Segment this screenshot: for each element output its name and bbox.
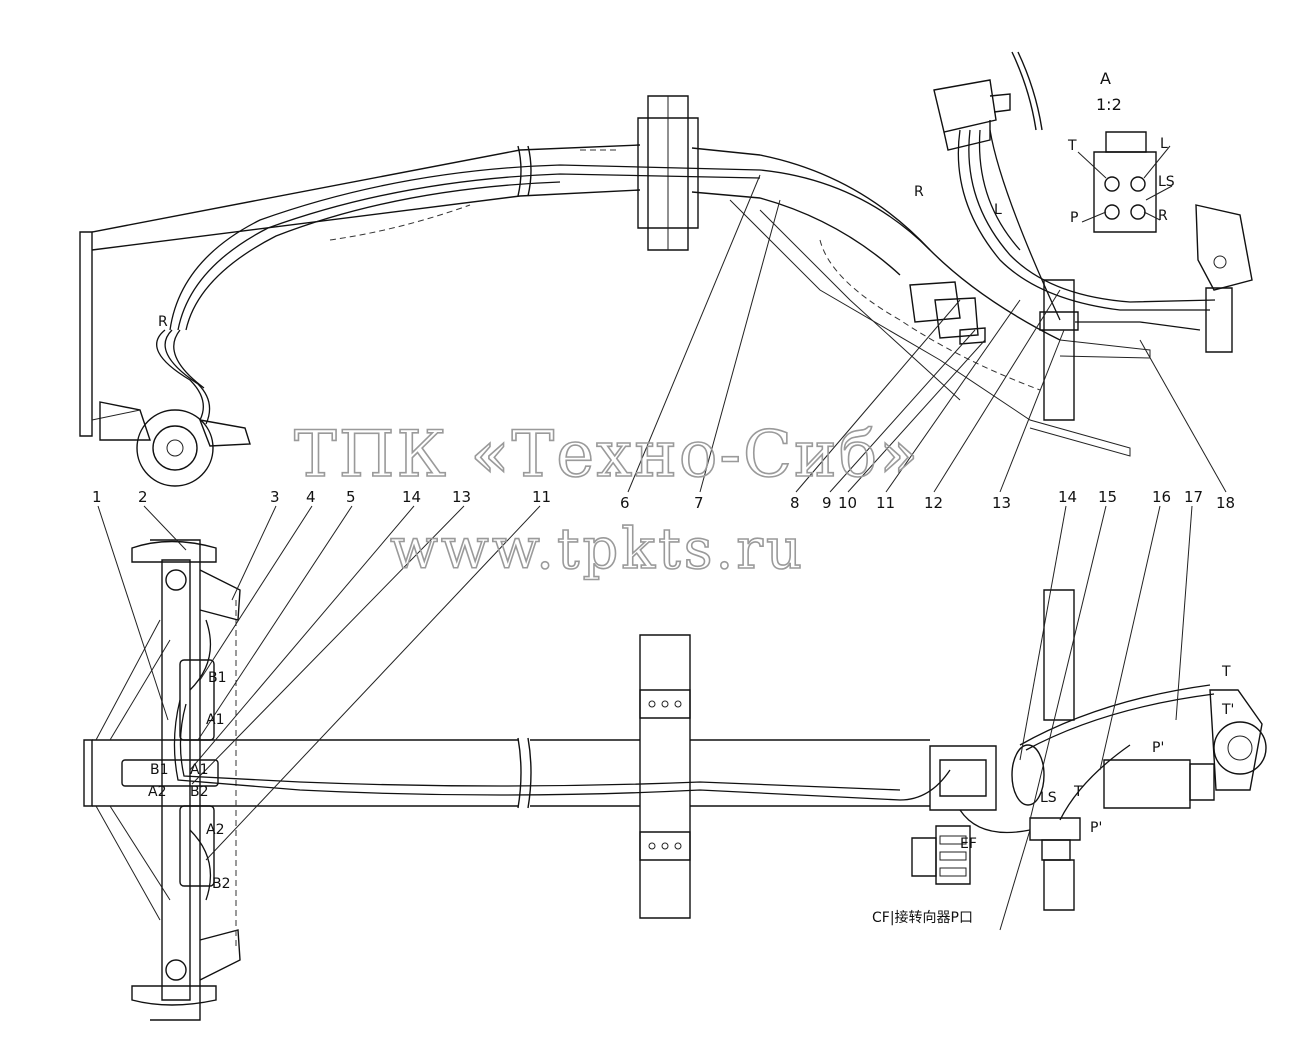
detail-port-t: T xyxy=(1067,138,1077,154)
callout-2: 2 xyxy=(138,488,148,506)
callout-5: 5 xyxy=(346,488,356,506)
detail-port-r: R xyxy=(1158,208,1168,224)
label-t-right: T xyxy=(1221,664,1231,680)
label-a2-mid: A2 xyxy=(148,784,166,800)
callout-14-left: 14 xyxy=(402,488,421,506)
callout-4: 4 xyxy=(306,488,316,506)
callout-13: 13 xyxy=(992,494,1011,512)
label-a2-lower: A2 xyxy=(206,822,224,838)
label-b1-mid: B1 xyxy=(150,762,169,778)
detail-port-p: P xyxy=(1070,210,1078,226)
callout-11: 11 xyxy=(876,494,895,512)
callout-15: 15 xyxy=(1098,488,1117,506)
detail-port-ls: LS xyxy=(1158,174,1175,190)
callout-12: 12 xyxy=(924,494,943,512)
callout-8: 8 xyxy=(790,494,800,512)
label-b2-mid: B2 xyxy=(190,784,209,800)
label-l-top: L xyxy=(994,202,1002,218)
lower-frame-view xyxy=(83,539,1267,1021)
callout-18: 18 xyxy=(1216,494,1235,512)
callout-13-left: 13 xyxy=(452,488,471,506)
detail-scale: 1:2 xyxy=(1096,95,1122,114)
callout-16: 16 xyxy=(1152,488,1171,506)
label-r-left: R xyxy=(158,314,168,330)
lower-port-labels: B1 A1 B1 A1 A2 B2 A2 B2 T T' P' P' LS T … xyxy=(148,664,1234,926)
label-t-prime: T' xyxy=(1221,702,1234,718)
label-b2-lower: B2 xyxy=(212,876,231,892)
detail-port-l: L xyxy=(1160,136,1168,152)
callout-14: 14 xyxy=(1058,488,1077,506)
label-ls-lower: LS xyxy=(1040,790,1057,806)
label-b1-upper: B1 xyxy=(208,670,227,686)
label-t-lower: T xyxy=(1073,784,1083,800)
callout-10: 10 xyxy=(838,494,857,512)
label-cf-note: CF|接转向器P口 xyxy=(872,909,973,926)
watermark-url: www.tpkts.ru xyxy=(390,517,805,582)
detail-title: A xyxy=(1100,69,1111,88)
callout-9: 9 xyxy=(822,494,832,512)
label-r-right: R xyxy=(914,184,924,200)
upper-callout-leaders xyxy=(627,174,1227,493)
callout-11-left: 11 xyxy=(532,488,551,506)
callout-3: 3 xyxy=(270,488,280,506)
callout-17: 17 xyxy=(1184,488,1203,506)
callout-6: 6 xyxy=(620,494,630,512)
upper-callouts: 6 7 8 9 10 11 12 13 18 xyxy=(620,494,1235,512)
callout-1: 1 xyxy=(92,488,102,506)
lower-callout-leaders xyxy=(97,505,1193,931)
label-a1-mid: A1 xyxy=(190,762,208,778)
lower-callouts: 1 2 3 4 5 14 13 11 14 15 16 17 xyxy=(92,488,1203,506)
watermark-company: ТПК «Техно-Сиб» xyxy=(294,418,920,492)
callout-7: 7 xyxy=(694,494,704,512)
label-p-prime-lower: P' xyxy=(1090,820,1102,836)
label-p-prime-upper: P' xyxy=(1152,740,1164,756)
label-ef: EF xyxy=(960,836,977,852)
label-a1-upper: A1 xyxy=(206,712,224,728)
detail-view-a: A 1:2 T L LS P R xyxy=(1067,69,1175,233)
